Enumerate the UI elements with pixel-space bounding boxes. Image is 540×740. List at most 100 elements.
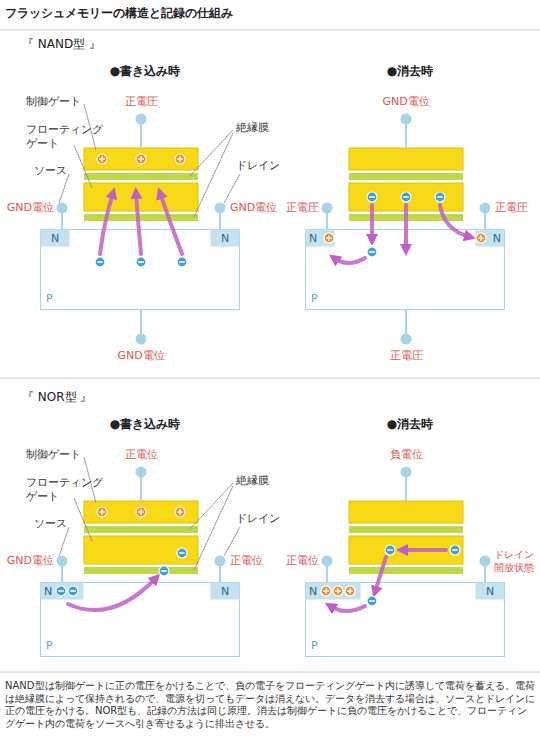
terminal (322, 203, 333, 214)
region-letter: N (486, 586, 494, 597)
region-letter: N (309, 586, 317, 597)
divider-line (0, 378, 540, 379)
negative-sign (403, 196, 409, 198)
p-substrate: P N N (305, 229, 505, 310)
voltage-label: 正電位 (230, 554, 263, 568)
substrate-letter: P (311, 293, 318, 304)
electron (367, 596, 377, 606)
negative-sign (179, 552, 185, 554)
n-region (306, 583, 361, 600)
n-region (41, 583, 84, 600)
panel-heading: ●書き込み時 (110, 64, 180, 80)
electron (95, 257, 105, 267)
electron (385, 545, 395, 555)
terminal (401, 114, 412, 125)
electron (401, 192, 411, 202)
insulator-film (349, 567, 463, 574)
region-letter: N (493, 233, 501, 244)
panel-heading: ●書き込み時 (110, 417, 180, 433)
leader-line (194, 486, 233, 570)
p-substrate: PNN (40, 582, 240, 657)
voltage-label: 正電圧 (495, 201, 528, 215)
positive-charge (333, 586, 343, 596)
positive-charge (136, 154, 146, 164)
part-label: ドレイン (236, 512, 280, 526)
electron-flow-arrow (136, 193, 141, 254)
positive-sign (323, 588, 329, 594)
n-region: N (210, 582, 240, 600)
region-letter: N (44, 586, 52, 597)
negative-sign (58, 590, 64, 592)
positive-sign (99, 156, 105, 162)
voltage-label: GND電位 (230, 201, 277, 215)
electron (367, 247, 377, 257)
floating-gate (349, 536, 463, 564)
leader-line (74, 498, 92, 541)
electron (177, 257, 187, 267)
structure (0, 30, 540, 672)
p-substrate: PNN (305, 582, 505, 657)
n-region: N (40, 229, 70, 247)
control-gate (84, 501, 198, 523)
panel-heading: ●消去時 (387, 417, 433, 433)
negative-sign (369, 196, 375, 198)
positive-charge (345, 586, 355, 596)
positive-sign (326, 235, 332, 241)
electron-flow-arrow (375, 557, 386, 592)
n-region (476, 583, 505, 600)
insulator-film (84, 567, 198, 574)
region-letter: N (309, 233, 317, 244)
n-region (306, 230, 335, 247)
n-region: N (305, 229, 335, 247)
terminal (322, 556, 333, 567)
voltage-label: ドレイン 開放状態 (494, 548, 536, 574)
panel-heading: ●消去時 (387, 64, 433, 80)
electron (159, 566, 169, 576)
n-region (41, 230, 70, 247)
figure-title: フラッシュメモリーの構造と記録の仕組み (5, 5, 233, 22)
p-substrate: PNN (40, 229, 240, 310)
cell-structure (322, 467, 491, 583)
part-label: 制御ゲート (26, 95, 81, 109)
leader-line (224, 174, 240, 203)
electron (450, 545, 460, 555)
section-heading: 『 NOR型 』 (22, 390, 92, 406)
leader-line (59, 174, 69, 203)
electron (56, 586, 66, 596)
voltage-label: 正電位 (125, 448, 158, 462)
part-label: フローティング ゲート (26, 123, 110, 152)
positive-charge (97, 507, 107, 517)
positive-sign (177, 509, 183, 515)
terminal (480, 203, 491, 214)
positive-sign (177, 156, 183, 162)
n-region (211, 583, 240, 600)
n-region: N (40, 582, 84, 600)
leader-line (59, 527, 69, 556)
control-gate (349, 501, 463, 523)
voltage-label: GND電位 (117, 349, 164, 363)
negative-sign (387, 549, 393, 551)
electron-flow-arrow (370, 205, 374, 240)
electron (177, 548, 187, 558)
leader-line (224, 527, 240, 556)
region-letter: N (51, 233, 59, 244)
section-heading: 『 NAND型 』 (22, 37, 101, 53)
voltage-label: 正電圧 (390, 349, 423, 363)
voltage-label: 正電圧 (125, 95, 158, 109)
divider-line (0, 30, 540, 31)
voltage-label: 正電圧 (286, 201, 319, 215)
leader-line (74, 145, 92, 188)
electron-flow-arrow (334, 258, 365, 263)
positive-sign (478, 235, 484, 241)
divider-line (0, 672, 540, 673)
negative-sign (70, 590, 76, 592)
part-label: 絶縁膜 (236, 121, 269, 135)
negative-sign (97, 261, 103, 263)
terminal (136, 114, 147, 125)
terminal (401, 467, 412, 478)
floating-gate (84, 536, 198, 564)
voltage-label: GND電位 (7, 554, 54, 568)
n-region: N (305, 582, 361, 600)
voltage-label: GND電位 (7, 201, 54, 215)
insulator-film (84, 173, 198, 180)
